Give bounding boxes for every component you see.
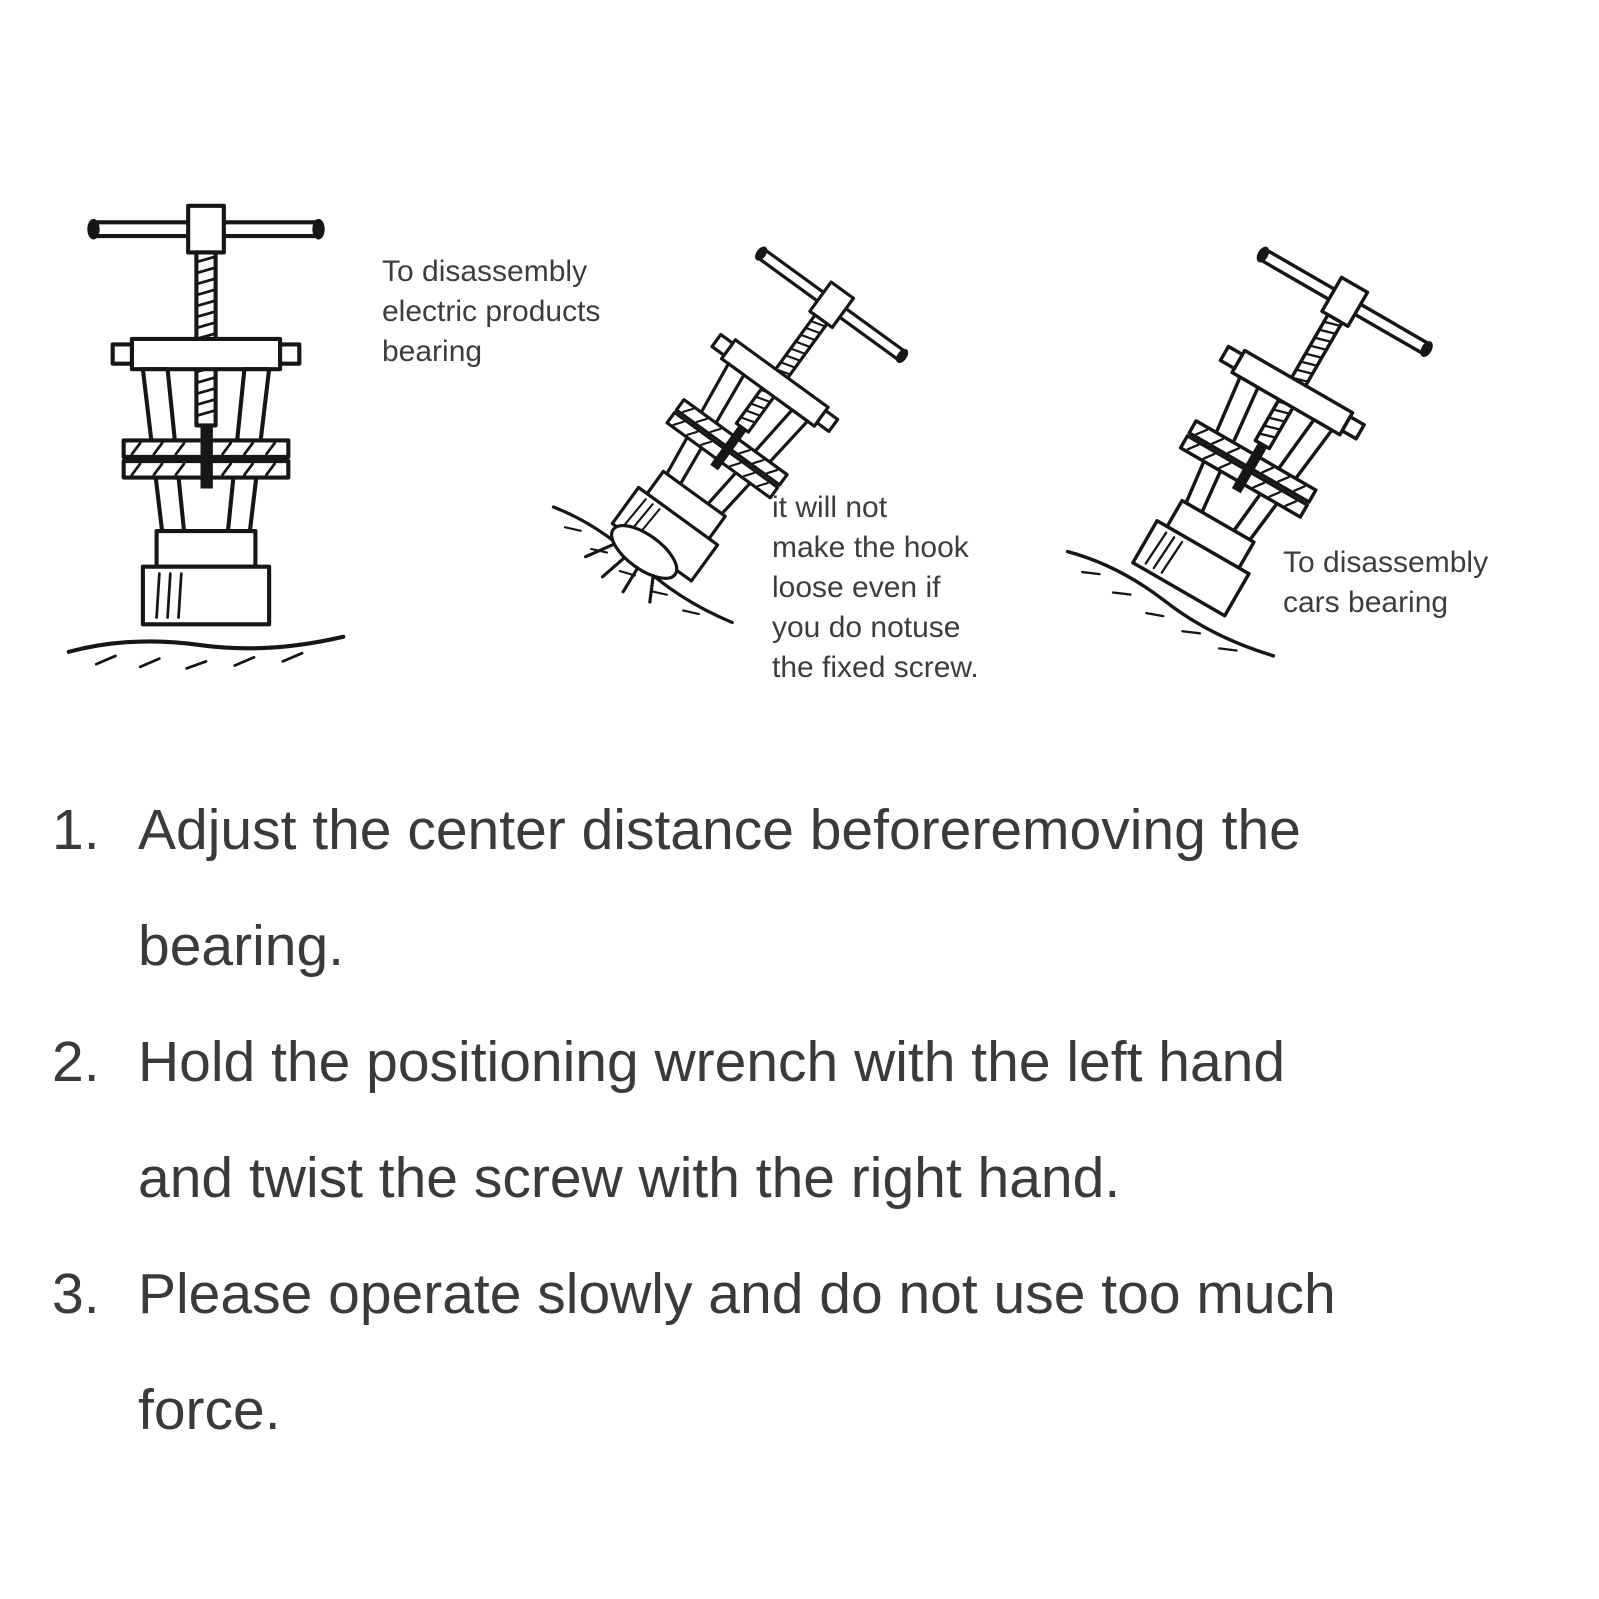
instruction-item-3: 3. Please operate slowly and do not use …	[52, 1236, 1547, 1468]
tilted-bearing-puller-gear-illustration	[544, 226, 930, 644]
instruction-number: 3.	[52, 1262, 100, 1326]
instructions-list: 1. Adjust the center distance beforeremo…	[52, 772, 1547, 1468]
gear-hub-shape	[610, 524, 679, 580]
instruction-item-2: 2. Hold the positioning wrench with the …	[52, 1004, 1547, 1236]
callout-cars-bearing: To disassembly cars bearing	[1283, 546, 1489, 619]
instruction-number: 1.	[52, 798, 100, 862]
instruction-text: Adjust the center distance beforeremovin…	[138, 798, 1301, 978]
callout-electric-products-bearing: To disassembly electric products bearing	[382, 255, 601, 368]
instruction-text: Hold the positioning wrench with the lef…	[138, 1030, 1286, 1210]
callout-hook-will-not-loosen: it will not make the hook loose even if …	[772, 491, 979, 684]
instruction-item-1: 1. Adjust the center distance beforeremo…	[52, 772, 1547, 1004]
gear-prongs-shape	[584, 543, 655, 604]
instruction-text: Please operate slowly and do not use too…	[138, 1262, 1336, 1442]
tilted-bearing-puller-cars-illustration	[1058, 225, 1457, 681]
upright-bearing-puller-illustration	[55, 188, 357, 682]
instruction-number: 2.	[52, 1030, 100, 1094]
